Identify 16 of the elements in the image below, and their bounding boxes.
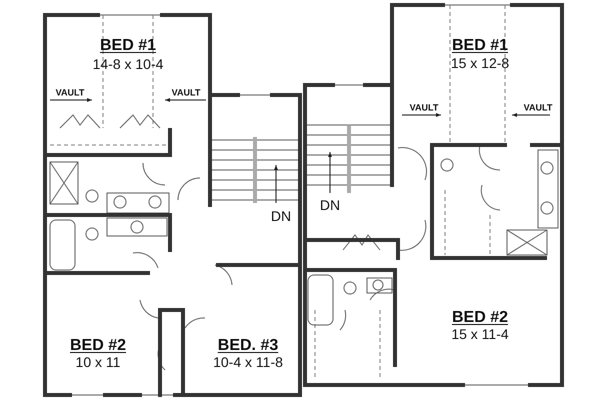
room-dimensions: 15 x 11-4 — [451, 327, 509, 341]
room-name: BED. #3 — [218, 338, 278, 354]
vault-note: VAULT — [524, 104, 552, 112]
room-name: BED #2 — [452, 310, 508, 326]
room-name: BED #1 — [452, 38, 508, 54]
room-dimensions: 10-4 x 11-8 — [213, 355, 283, 369]
room-dimensions: 15 x 12-8 — [450, 56, 510, 70]
vault-note: VAULT — [410, 104, 438, 112]
room-dimensions: 14-8 x 10-4 — [92, 57, 164, 71]
room-dimensions: 10 x 11 — [76, 355, 120, 369]
room-name: BED #1 — [100, 38, 156, 54]
stair-direction-label: DN — [270, 209, 292, 223]
stair-direction-label: DN — [320, 198, 340, 212]
vault-note: VAULT — [56, 88, 84, 98]
room-name: BED #2 — [70, 338, 126, 354]
vault-note: VAULT — [172, 88, 200, 98]
